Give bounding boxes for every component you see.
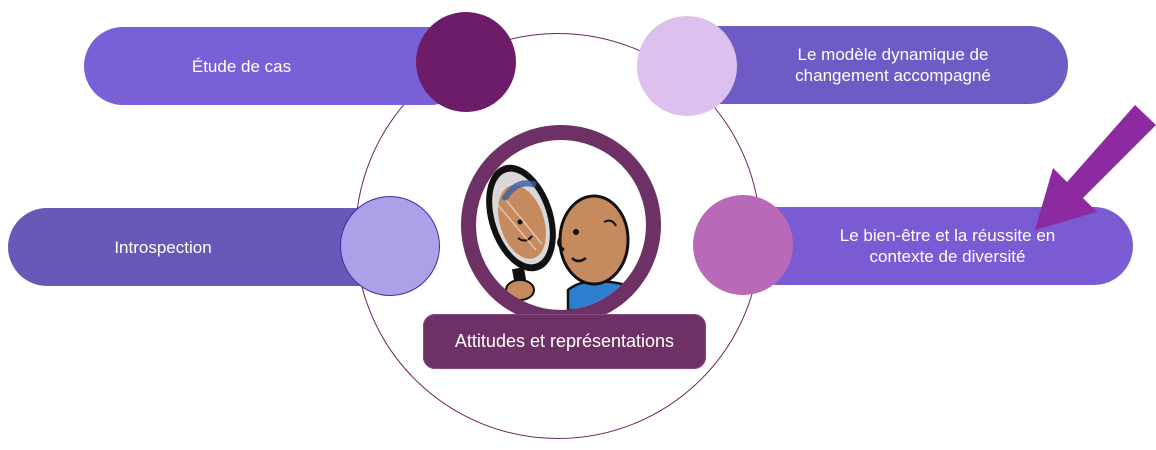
node-introspection: Introspection: [8, 208, 398, 286]
mirror-reflection-icon: [476, 140, 646, 310]
center-label-text: Attitudes et représentations: [454, 331, 675, 351]
node-introspection-label: Introspection: [114, 237, 212, 257]
node-etude-de-cas: Étude de cas: [84, 27, 469, 105]
node-bien-etre-label: Le bien-être et la réussite en contexte …: [839, 226, 1056, 266]
node-modele-dynamique-label: Le modèle dynamique de changement accomp…: [795, 45, 991, 85]
node-introspection-circle: [340, 196, 440, 296]
center-label: Attitudes et représentations: [423, 314, 706, 369]
node-etude-de-cas-label: Étude de cas: [191, 56, 292, 76]
arrow-pointer-icon: [1035, 105, 1156, 230]
node-modele-dynamique-circle: [637, 16, 737, 116]
node-bien-etre-circle: [693, 195, 793, 295]
node-etude-de-cas-circle: [416, 12, 516, 112]
